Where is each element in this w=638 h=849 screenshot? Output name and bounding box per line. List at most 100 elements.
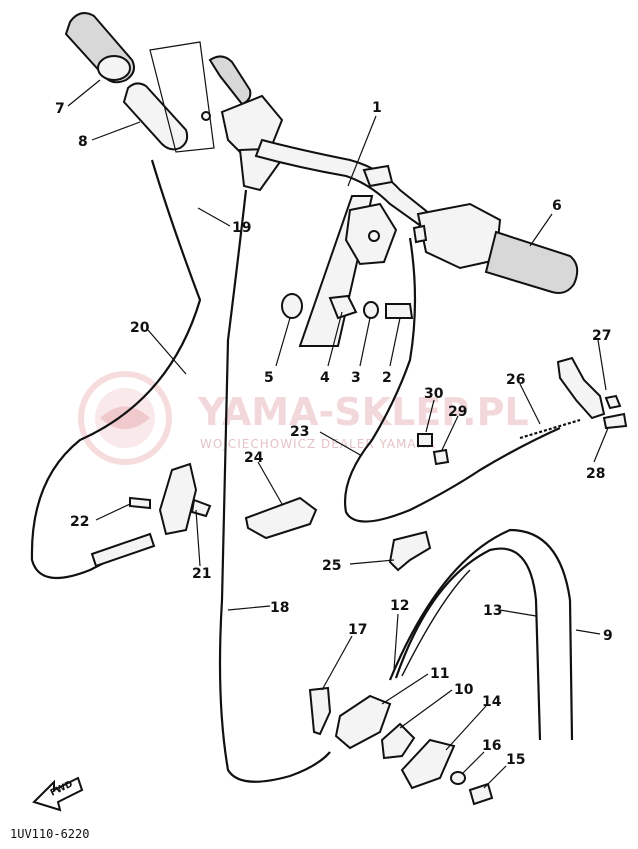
leader-4 — [327, 311, 343, 367]
spacer — [328, 294, 358, 320]
leader-17 — [321, 635, 353, 691]
callout-7: 7 — [55, 101, 65, 117]
fwd-arrow-icon — [32, 776, 84, 812]
leader-6 — [529, 213, 553, 247]
part-30 — [417, 433, 433, 447]
leader-lines — [67, 79, 609, 789]
callout-5: 5 — [264, 370, 274, 386]
washer-16 — [450, 771, 466, 785]
lever-bolt — [602, 412, 628, 430]
callout-3: 3 — [351, 370, 361, 386]
cable-9 — [388, 528, 574, 741]
callout-12: 12 — [390, 598, 409, 614]
junction-box-11 — [334, 694, 392, 750]
leader-28 — [593, 427, 609, 463]
leader-24 — [257, 461, 283, 505]
leader-10 — [399, 689, 453, 729]
screw-15 — [468, 782, 494, 806]
right-grip-assembly — [412, 202, 579, 294]
grip-detail-box — [149, 41, 215, 153]
leader-5 — [275, 317, 291, 367]
callout-21: 21 — [192, 566, 211, 582]
cover-14 — [400, 738, 456, 790]
callout-23: 23 — [290, 424, 309, 440]
part-code: 1UV110-6220 — [10, 827, 89, 841]
right-lever-assembly — [556, 356, 628, 430]
right-switch-housing — [416, 202, 502, 270]
throttle-tube — [122, 82, 189, 151]
left-grip-end — [97, 55, 131, 81]
junction-assembly — [308, 686, 494, 806]
leader-22 — [95, 503, 131, 521]
lever-nut — [604, 394, 622, 410]
right-lever — [556, 356, 606, 420]
lever-body — [158, 462, 198, 536]
watermark-subtitle: WOJCIECHOWICZ DEALER YAMAHA — [200, 437, 436, 451]
leader-15 — [483, 765, 507, 789]
callout-22: 22 — [70, 514, 89, 530]
leader-3 — [359, 317, 371, 367]
cables — [30, 159, 581, 783]
leader-1 — [347, 115, 377, 187]
callout-14: 14 — [482, 694, 502, 710]
leader-14 — [445, 705, 487, 751]
collar — [281, 293, 303, 319]
callout-13: 13 — [483, 603, 502, 619]
cable-12 — [401, 569, 471, 677]
washer — [363, 301, 379, 319]
leader-2 — [389, 317, 401, 367]
leader-20 — [147, 329, 187, 375]
leader-18 — [227, 605, 271, 611]
watermark-logo-ring — [78, 371, 172, 465]
bracket-bolt — [368, 230, 380, 242]
callout-25: 25 — [322, 558, 341, 574]
right-grip — [484, 230, 579, 294]
callout-11: 11 — [430, 666, 449, 682]
lever-pin — [129, 496, 151, 510]
callout-20: 20 — [130, 320, 150, 336]
cable-adjuster — [90, 532, 156, 568]
bolt — [385, 303, 414, 319]
callouts: 1 2 3 4 5 6 7 8 9 10 11 12 13 14 15 16 1… — [55, 100, 613, 768]
callout-26: 26 — [506, 372, 525, 388]
bracket-17 — [308, 686, 332, 736]
lever-assembly — [90, 462, 212, 568]
callout-10: 10 — [454, 682, 474, 698]
callout-29: 29 — [448, 404, 467, 420]
left-grip-assembly — [64, 12, 215, 153]
leader-7 — [67, 79, 101, 107]
part-29 — [432, 448, 450, 466]
callout-18: 18 — [270, 600, 289, 616]
callout-8: 8 — [78, 134, 88, 150]
cable-23 — [344, 237, 561, 523]
cable-18 — [218, 189, 331, 783]
leader-11 — [381, 673, 429, 705]
callout-15: 15 — [506, 752, 525, 768]
fwd-arrow: FWD — [32, 776, 84, 812]
callout-6: 6 — [552, 198, 562, 214]
callout-9: 9 — [603, 628, 613, 644]
callout-1: 1 — [372, 100, 382, 116]
leader-30 — [425, 399, 435, 433]
callout-27: 27 — [592, 328, 611, 344]
leader-27 — [597, 339, 607, 391]
watermark: YAMA-SKLEP.PL WOJCIECHOWICZ DEALER YAMAH… — [78, 371, 529, 465]
leader-23 — [319, 431, 363, 457]
stem-fasteners — [281, 293, 414, 320]
handlebar-clamp — [362, 164, 394, 188]
junction-cap-10 — [380, 722, 416, 760]
lever-clip — [190, 498, 212, 518]
right-switch-button — [412, 224, 428, 244]
upper-grip — [208, 55, 252, 106]
cable-13 — [394, 547, 542, 741]
callout-24: 24 — [244, 450, 264, 466]
cable-26-spring — [519, 418, 581, 440]
callout-4: 4 — [320, 370, 330, 386]
leader-26 — [519, 383, 541, 425]
leader-8 — [91, 121, 141, 141]
leader-9 — [575, 629, 601, 635]
handlebar — [254, 138, 442, 347]
leader-21 — [195, 509, 201, 567]
callout-16: 16 — [482, 738, 501, 754]
